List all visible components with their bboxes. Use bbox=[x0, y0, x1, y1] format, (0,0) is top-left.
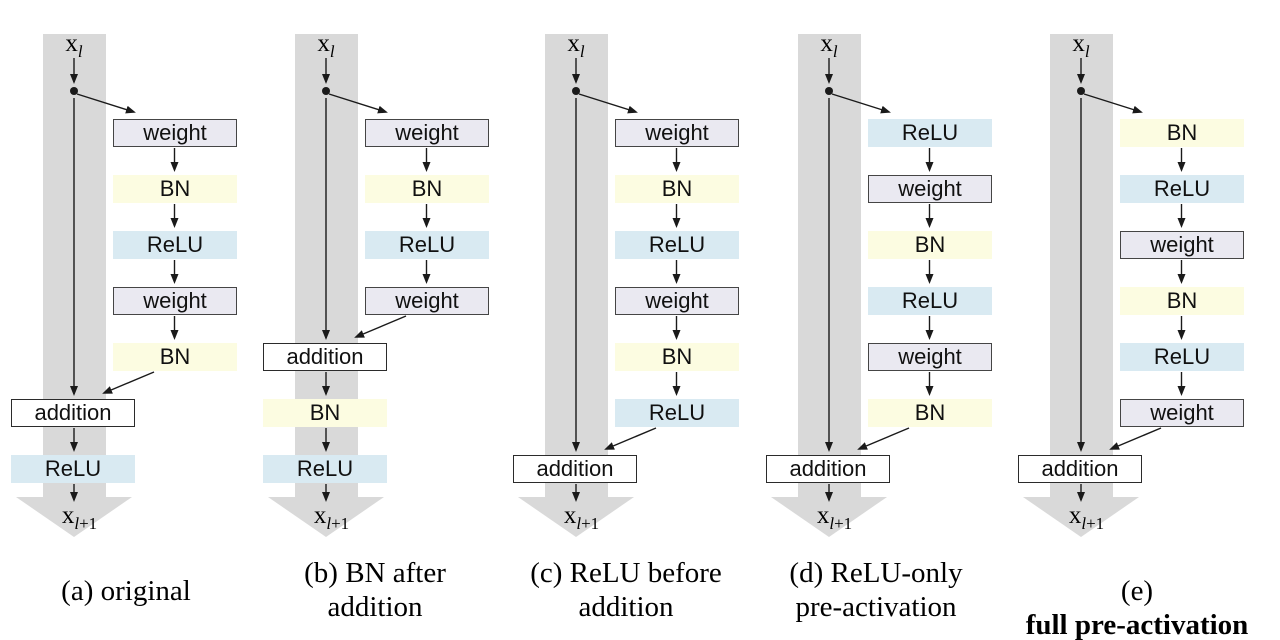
bn-box: BN bbox=[615, 343, 739, 371]
caption-full-preactivation: (e) full pre-activation bbox=[1025, 575, 1249, 640]
panel-bn-after-addition: xl weight BN ReLU weight addition BN ReL… bbox=[254, 0, 504, 640]
addition-box: addition bbox=[766, 455, 890, 483]
input-label: xl bbox=[1072, 30, 1090, 61]
addition-box: addition bbox=[11, 399, 135, 427]
relu-box: ReLU bbox=[868, 119, 992, 147]
weight-box: weight bbox=[113, 287, 237, 315]
addition-box: addition bbox=[513, 455, 637, 483]
weight-box: weight bbox=[113, 119, 237, 147]
relu-box: ReLU bbox=[11, 455, 135, 483]
branch-dot-icon bbox=[1077, 87, 1085, 95]
shortcut-band-arrowhead-icon bbox=[518, 497, 634, 537]
bn-box: BN bbox=[113, 175, 237, 203]
connector-wires bbox=[1077, 58, 1186, 502]
panel-relu-before-addition: xl weight BN ReLU weight BN ReLU additio… bbox=[504, 0, 754, 640]
input-label: xl bbox=[317, 30, 335, 61]
bn-box: BN bbox=[1120, 119, 1244, 147]
bn-box: BN bbox=[365, 175, 489, 203]
connector-wires bbox=[70, 58, 179, 502]
connector-wires bbox=[572, 58, 681, 502]
shortcut-band-arrowhead-icon bbox=[1023, 497, 1139, 537]
connector-wires bbox=[825, 58, 934, 502]
branch-dot-icon bbox=[825, 87, 833, 95]
relu-box: ReLU bbox=[1120, 343, 1244, 371]
weight-box: weight bbox=[1120, 231, 1244, 259]
input-label: xl bbox=[65, 30, 83, 61]
relu-box: ReLU bbox=[113, 231, 237, 259]
connector-wires bbox=[322, 58, 431, 502]
relu-box: ReLU bbox=[615, 231, 739, 259]
shortcut-band-arrowhead-icon bbox=[771, 497, 887, 537]
branch-dot-icon bbox=[572, 87, 580, 95]
weight-box: weight bbox=[1120, 399, 1244, 427]
relu-box: ReLU bbox=[1120, 175, 1244, 203]
weight-box: weight bbox=[615, 119, 739, 147]
shortcut-band-arrowhead-icon bbox=[268, 497, 384, 537]
bn-box: BN bbox=[868, 231, 992, 259]
panel-original: xl weight BN ReLU weight BN addition ReL… bbox=[2, 0, 252, 640]
bn-box: BN bbox=[113, 343, 237, 371]
output-label: xl+1 bbox=[1068, 502, 1105, 533]
relu-box: ReLU bbox=[365, 231, 489, 259]
branch-dot-icon bbox=[322, 87, 330, 95]
panel-relu-only-preactivation: xl ReLU weight BN ReLU weight BN additio… bbox=[757, 0, 1007, 640]
input-label: xl bbox=[567, 30, 585, 61]
shortcut-band-arrowhead-icon bbox=[16, 497, 132, 537]
bn-box: BN bbox=[868, 399, 992, 427]
addition-box: addition bbox=[1018, 455, 1142, 483]
weight-box: weight bbox=[365, 119, 489, 147]
output-label: xl+1 bbox=[61, 502, 98, 533]
output-label: xl+1 bbox=[563, 502, 600, 533]
weight-box: weight bbox=[615, 287, 739, 315]
bn-box: BN bbox=[615, 175, 739, 203]
branch-dot-icon bbox=[70, 87, 78, 95]
input-label: xl bbox=[820, 30, 838, 61]
addition-box: addition bbox=[263, 343, 387, 371]
output-label: xl+1 bbox=[313, 502, 350, 533]
relu-box: ReLU bbox=[868, 287, 992, 315]
weight-box: weight bbox=[365, 287, 489, 315]
bn-box: BN bbox=[263, 399, 387, 427]
output-label: xl+1 bbox=[816, 502, 853, 533]
weight-box: weight bbox=[868, 343, 992, 371]
bn-box: BN bbox=[1120, 287, 1244, 315]
relu-box: ReLU bbox=[615, 399, 739, 427]
relu-box: ReLU bbox=[263, 455, 387, 483]
panel-full-preactivation: xl BN ReLU weight BN ReLU weight additio… bbox=[1009, 0, 1259, 640]
weight-box: weight bbox=[868, 175, 992, 203]
caption-original: (a) original bbox=[61, 575, 191, 607]
